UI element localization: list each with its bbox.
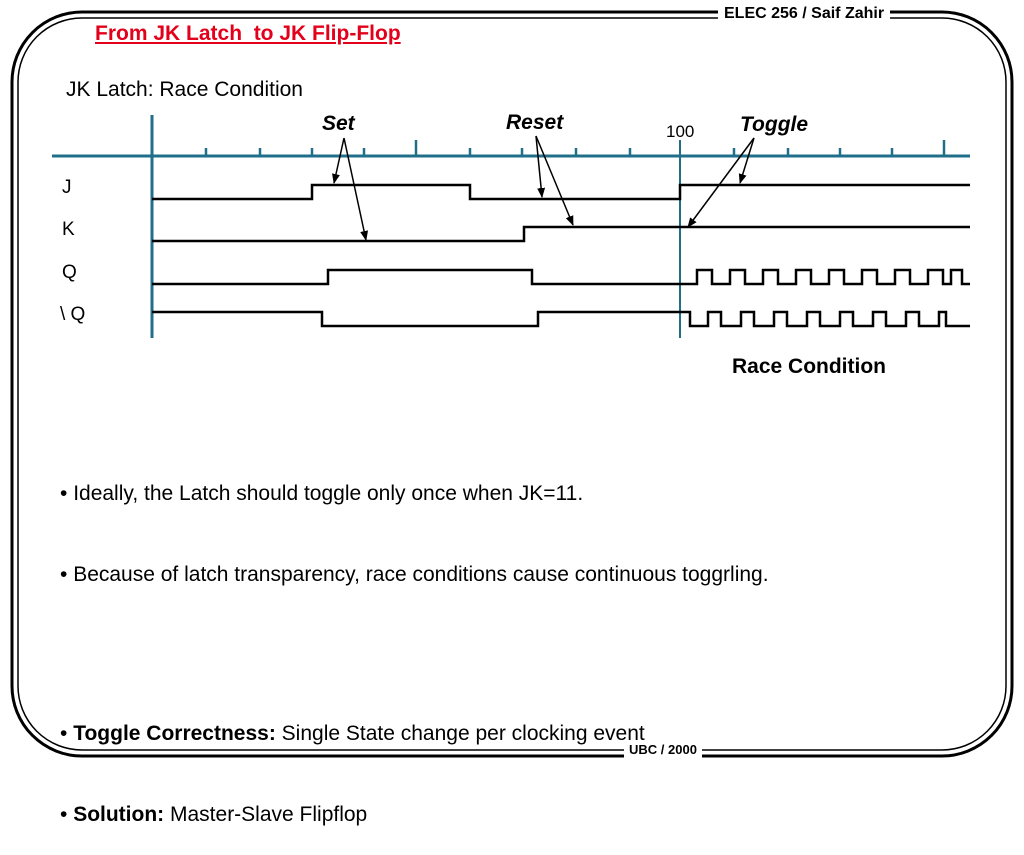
bullet-list: • Ideally, the Latch should toggle only …: [60, 426, 769, 855]
reset-annotation: Reset: [506, 111, 564, 134]
reset-arrow-to-k: [535, 135, 574, 226]
bullet-item: • Solution: Master-Slave Flipflop: [60, 801, 769, 828]
toggle-annotation: Toggle: [740, 113, 808, 136]
waveform-k: [152, 225, 970, 243]
diagram-subtitle: JK Latch: Race Condition: [66, 78, 303, 101]
page-title: From JK Latch to JK Flip-Flop: [95, 22, 401, 45]
set-arrow-to-k: [343, 137, 369, 241]
bullet-text: Master-Slave Flipflop: [164, 803, 368, 826]
set-arrow-to-j: [332, 137, 345, 184]
bullet-item: • Toggle Correctness: Single State chang…: [60, 720, 769, 747]
set-annotation: Set: [322, 112, 356, 135]
slide-frame: [10, 10, 1014, 758]
signal-label-q: Q: [62, 262, 77, 283]
bullet-bold-term: Toggle Correctness:: [73, 722, 276, 745]
waveform-j: [152, 183, 970, 201]
bullet-marker: •: [60, 803, 74, 826]
signal-label-j: J: [62, 177, 72, 198]
bullet-text: Single State change per clocking event: [275, 722, 645, 745]
bullet-item: • Ideally, the Latch should toggle only …: [60, 480, 769, 507]
toggle-arrow-to-k: [687, 137, 755, 228]
signal-label-k: K: [62, 219, 75, 240]
bullet-item: • Because of latch transparency, race co…: [60, 561, 769, 588]
bullet-marker: •: [60, 482, 74, 505]
bullet-marker: •: [60, 563, 74, 586]
course-tag: ELEC 256 / Saif Zahir: [718, 4, 891, 24]
timing-diagram: J K Q \ Q Set Reset Toggle 100 Race Cond…: [52, 111, 970, 378]
signal-label-q-bar: \ Q: [60, 304, 85, 325]
waveform-q: [152, 268, 970, 286]
bullet-spacer: [60, 642, 769, 666]
waveform-q-bar: [152, 310, 970, 328]
time-marker-label: 100: [666, 122, 694, 141]
reset-arrow-to-j: [535, 135, 546, 198]
bullet-bold-term: Solution:: [73, 803, 165, 826]
toggle-arrow-to-j: [738, 137, 755, 184]
bullet-text: Ideally, the Latch should toggle only on…: [73, 482, 584, 505]
bullet-text: Because of latch transparency, race cond…: [73, 563, 769, 586]
race-condition-label: Race Condition: [732, 355, 886, 378]
bullet-marker: •: [60, 722, 74, 745]
axis-ticks: [204, 140, 946, 156]
footer-tag: UBC / 2000: [624, 741, 702, 759]
